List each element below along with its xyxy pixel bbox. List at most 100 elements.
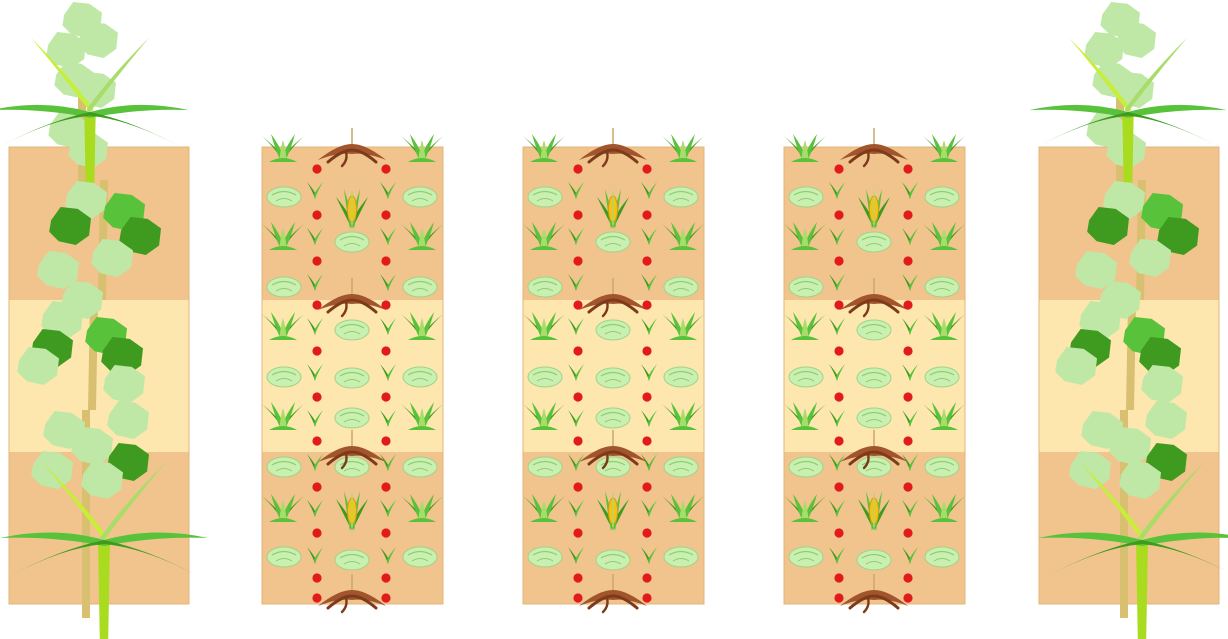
tomato-icon xyxy=(312,300,321,309)
cabbage-icon xyxy=(664,457,698,477)
tomato-icon xyxy=(642,346,651,355)
tomato-icon xyxy=(642,593,651,602)
tomato-icon xyxy=(573,573,582,582)
tomato-icon xyxy=(573,392,582,401)
tomato-icon xyxy=(834,346,843,355)
tomato-icon xyxy=(312,573,321,582)
cabbage-icon xyxy=(528,547,562,567)
tomato-icon xyxy=(573,593,582,602)
tomato-icon xyxy=(903,593,912,602)
tomato-icon xyxy=(642,392,651,401)
tomato-icon xyxy=(903,210,912,219)
tomato-icon xyxy=(312,256,321,265)
tomato-icon xyxy=(834,593,843,602)
cabbage-icon xyxy=(335,320,369,340)
tomato-icon xyxy=(903,528,912,537)
tomato-icon xyxy=(312,210,321,219)
cabbage-icon xyxy=(596,232,630,252)
tomato-icon xyxy=(903,346,912,355)
cabbage-icon xyxy=(528,367,562,387)
cabbage-icon xyxy=(664,367,698,387)
tomato-icon xyxy=(573,300,582,309)
tomato-icon xyxy=(834,256,843,265)
tomato-icon xyxy=(381,436,390,445)
cabbage-icon xyxy=(664,547,698,567)
tomato-icon xyxy=(573,256,582,265)
tomato-icon xyxy=(312,436,321,445)
tomato-icon xyxy=(903,392,912,401)
tomato-icon xyxy=(573,482,582,491)
cabbage-icon xyxy=(267,547,301,567)
tomato-icon xyxy=(834,300,843,309)
cabbage-icon xyxy=(596,550,630,570)
cabbage-icon xyxy=(267,277,301,297)
cabbage-icon xyxy=(925,367,959,387)
cabbage-icon xyxy=(789,187,823,207)
cabbage-icon xyxy=(267,367,301,387)
tomato-icon xyxy=(573,346,582,355)
cabbage-icon xyxy=(335,408,369,428)
tomato-icon xyxy=(381,256,390,265)
tomato-icon xyxy=(381,528,390,537)
cabbage-icon xyxy=(925,547,959,567)
cabbage-icon xyxy=(403,277,437,297)
cabbage-icon xyxy=(664,277,698,297)
cabbage-icon xyxy=(335,232,369,252)
cabbage-icon xyxy=(789,457,823,477)
tomato-icon xyxy=(834,392,843,401)
cabbage-icon xyxy=(789,277,823,297)
tomato-icon xyxy=(381,573,390,582)
tomato-icon xyxy=(642,482,651,491)
tomato-icon xyxy=(834,164,843,173)
cabbage-icon xyxy=(857,320,891,340)
tomato-icon xyxy=(381,300,390,309)
cabbage-icon xyxy=(789,367,823,387)
cabbage-icon xyxy=(528,187,562,207)
tomato-icon xyxy=(312,528,321,537)
cabbage-icon xyxy=(267,187,301,207)
cabbage-icon xyxy=(596,408,630,428)
cabbage-icon xyxy=(335,457,369,477)
cabbage-icon xyxy=(857,368,891,388)
tomato-icon xyxy=(573,436,582,445)
tomato-icon xyxy=(642,256,651,265)
tomato-icon xyxy=(903,164,912,173)
tomato-icon xyxy=(903,256,912,265)
cabbage-icon xyxy=(857,457,891,477)
cabbage-icon xyxy=(403,367,437,387)
cabbage-icon xyxy=(857,550,891,570)
tomato-icon xyxy=(312,346,321,355)
tomato-icon xyxy=(312,164,321,173)
tomato-icon xyxy=(834,482,843,491)
tomato-icon xyxy=(834,573,843,582)
tomato-icon xyxy=(381,346,390,355)
cabbage-icon xyxy=(925,187,959,207)
tomato-icon xyxy=(642,300,651,309)
tomato-icon xyxy=(312,593,321,602)
tomato-icon xyxy=(573,528,582,537)
cabbage-icon xyxy=(403,547,437,567)
tomato-icon xyxy=(381,210,390,219)
cabbage-icon xyxy=(528,277,562,297)
tomato-icon xyxy=(381,164,390,173)
cabbage-icon xyxy=(267,457,301,477)
cabbage-icon xyxy=(664,187,698,207)
tomato-icon xyxy=(903,300,912,309)
tomato-icon xyxy=(642,164,651,173)
cabbage-icon xyxy=(596,457,630,477)
cabbage-icon xyxy=(789,547,823,567)
tomato-icon xyxy=(642,436,651,445)
tomato-icon xyxy=(642,210,651,219)
tomato-icon xyxy=(903,482,912,491)
cabbage-icon xyxy=(857,408,891,428)
tomato-icon xyxy=(573,164,582,173)
cabbage-icon xyxy=(403,187,437,207)
cabbage-icon xyxy=(403,457,437,477)
tomato-icon xyxy=(834,210,843,219)
tomato-icon xyxy=(903,573,912,582)
cabbage-icon xyxy=(335,550,369,570)
tomato-icon xyxy=(834,436,843,445)
tomato-icon xyxy=(834,528,843,537)
